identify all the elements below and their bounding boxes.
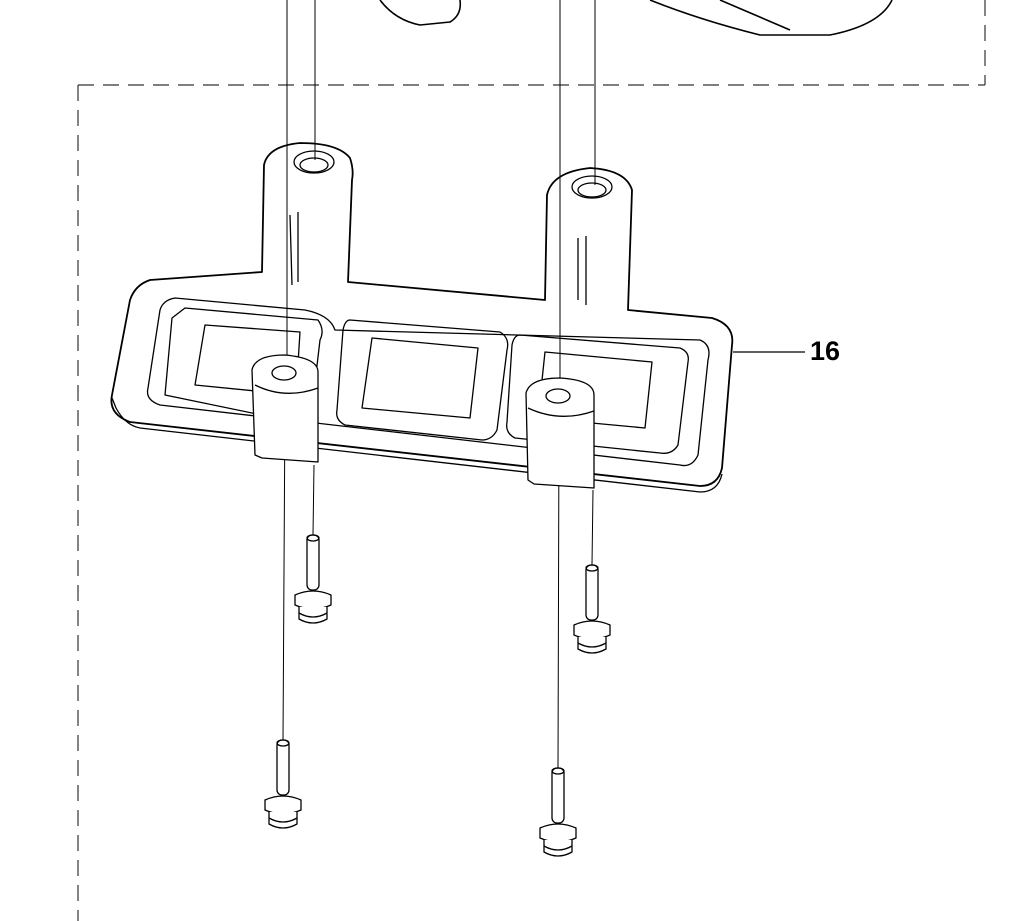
group-boundary bbox=[77, 0, 986, 921]
screws bbox=[264, 534, 611, 857]
mounting-boss-left bbox=[251, 354, 319, 463]
bracket-plate bbox=[110, 142, 734, 493]
screw-4 bbox=[539, 767, 577, 857]
screw-1 bbox=[294, 534, 332, 624]
upper-part-fragments bbox=[379, 0, 893, 36]
screw-3 bbox=[264, 739, 302, 829]
mounting-boss-right bbox=[525, 377, 595, 489]
part-callout-16: 16 bbox=[810, 336, 841, 366]
screw-2 bbox=[573, 564, 611, 654]
